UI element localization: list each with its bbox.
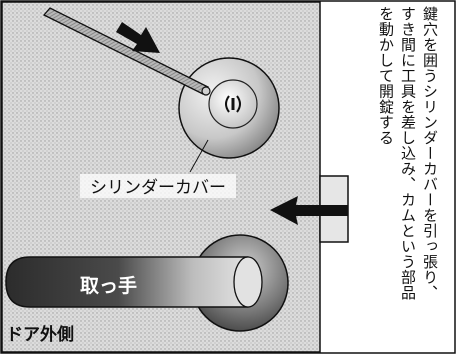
cylinder-cover-label: シリンダーカバー (90, 178, 226, 198)
cylinder-cover-leader (189, 139, 209, 173)
arrow-right-icon (116, 22, 160, 53)
caption-line-2: すき間に工具を差し込み、カムという部品 (399, 6, 417, 301)
cylinder-cover-label-bg (80, 174, 236, 198)
caption-line-1: 鍵穴を囲うシリンダーカバーを引っ張り、 (421, 6, 439, 301)
caption-line-3: を動かして開錠する (377, 6, 395, 146)
arrow-left-icon (270, 196, 348, 225)
door-outside-label: ドア外側 (6, 324, 74, 345)
pick-tool-icon (42, 7, 211, 96)
lever-handle-end (233, 256, 263, 308)
keyhole-icon (225, 95, 241, 113)
handle-label: 取っ手 (80, 274, 137, 297)
